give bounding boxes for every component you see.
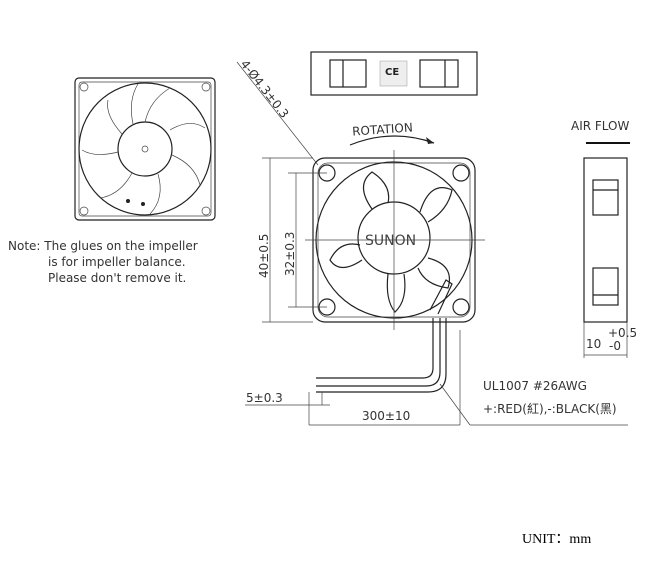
ce-mark-icon bbox=[379, 60, 408, 87]
note-line-3: Please don't remove it. bbox=[48, 271, 186, 285]
hole-dimension: 4-Ø4.3±0.3 bbox=[238, 57, 292, 120]
product-label: CE bbox=[310, 51, 478, 96]
rotation-label: ROTATION bbox=[352, 120, 414, 138]
side-view-fan bbox=[583, 157, 628, 358]
wire-colors: +:RED(紅),-:BLACK(黑) bbox=[483, 402, 617, 416]
lead-length-dimension: 300±10 bbox=[362, 409, 410, 423]
glue-dot bbox=[126, 199, 130, 203]
brand-logo: SUNON bbox=[365, 233, 416, 249]
strip-length-dimension: 5±0.3 bbox=[246, 391, 283, 405]
air-flow-label: AIR FLOW bbox=[571, 119, 630, 133]
note-line-1: Note: The glues on the impeller bbox=[8, 239, 198, 253]
front-view-fan bbox=[305, 150, 485, 330]
unit-label: UNIT：mm bbox=[522, 532, 591, 547]
thickness-dimension: 10 bbox=[586, 337, 601, 351]
ce-mark-text: CE bbox=[385, 67, 399, 78]
lead-wires bbox=[245, 318, 628, 426]
rotation-arrow bbox=[349, 135, 435, 146]
back-view-fan bbox=[74, 77, 216, 221]
outer-dimension: 40±0.5 bbox=[257, 234, 271, 278]
hole-pitch-dimension: 32±0.3 bbox=[283, 232, 297, 276]
glue-dot bbox=[141, 202, 145, 206]
thickness-tolerance-plus: +0.5 bbox=[608, 326, 637, 340]
note-line-2: is for impeller balance. bbox=[48, 255, 186, 269]
wire-spec: UL1007 #26AWG bbox=[483, 379, 587, 393]
thickness-tolerance-minus: -0 bbox=[609, 339, 621, 353]
